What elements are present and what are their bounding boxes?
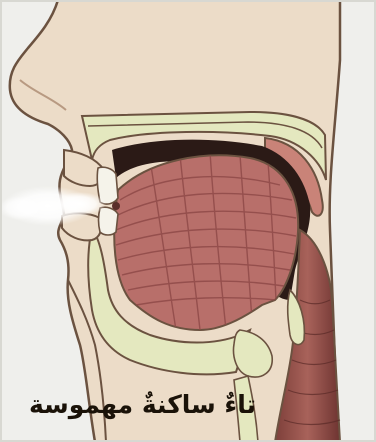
lower-teeth-icon xyxy=(99,207,119,235)
contact-point xyxy=(112,202,120,210)
caption-label: تاءٌ ساكنةٌ مهموسة xyxy=(6,382,256,426)
